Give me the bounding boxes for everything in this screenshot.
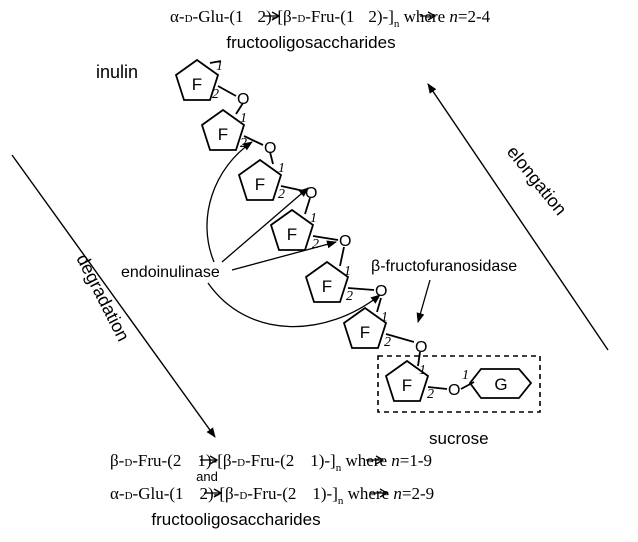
fructose-ring-sucrose: F	[385, 360, 429, 402]
endoinulinase-label: endoinulinase	[121, 264, 220, 281]
glycosidic-bond-1	[427, 386, 448, 390]
top-bond-arrow-1-head	[271, 11, 281, 21]
ring-6-pos-1: 1	[381, 310, 388, 325]
ring-6-pos-2: 2	[384, 335, 391, 350]
ring-5-pos-2: 2	[346, 289, 353, 304]
oxygen-2: O	[264, 140, 276, 157]
elongation-arrow	[427, 83, 609, 351]
endoinulinase-curve-lower	[207, 282, 381, 328]
glucose-ring: G	[468, 368, 533, 399]
svg-text:F: F	[360, 323, 370, 342]
bond-4b	[339, 246, 345, 267]
glycosidic-bond-2	[460, 381, 475, 390]
svg-text:F: F	[322, 277, 332, 296]
bond-4	[312, 235, 339, 241]
ring-1-pos-2: 2	[212, 87, 219, 102]
sucrose-fru-pos-2: 2	[427, 387, 434, 402]
svg-text:G: G	[494, 375, 507, 394]
oxygen-3: O	[305, 185, 317, 202]
bond-1b	[235, 102, 244, 115]
oxygen-4: O	[339, 233, 351, 250]
and-label: and	[196, 469, 218, 484]
elongation-label: elongation	[503, 142, 571, 219]
endoinulinase-arrow-2	[231, 240, 337, 271]
bond-3b	[304, 197, 311, 215]
fructose-ring-4: F	[270, 209, 314, 251]
top-bond-arrow-2-head	[427, 11, 437, 21]
ring-4-pos-2: 2	[312, 237, 319, 252]
sucrose-box	[377, 355, 541, 413]
degradation-arrow	[11, 154, 216, 438]
ring-2-pos-1: 1	[240, 111, 247, 126]
bond-2b	[269, 151, 274, 165]
fructose-ring-5: F	[305, 261, 349, 303]
fructose-ring-2: F	[201, 109, 245, 151]
ring-5-pos-1: 1	[344, 264, 351, 279]
bond-6	[385, 333, 415, 343]
glucose-pos-1: 1	[462, 368, 469, 383]
fructofuranosidase-label: β-fructofuranosidase	[371, 258, 517, 275]
fructose-ring-3: F	[238, 159, 282, 201]
bottom-caption: fructooligosaccharides	[151, 510, 320, 529]
bottom1-bond-arrow-1-head	[209, 455, 219, 465]
top-caption: fructooligosaccharides	[226, 33, 395, 52]
svg-text:F: F	[255, 175, 265, 194]
bottom2-bond-arrow-1-head	[213, 488, 223, 498]
svg-text:F: F	[192, 75, 202, 94]
ring-3-pos-1: 1	[278, 161, 285, 176]
fructose-ring-6: F	[343, 307, 387, 349]
fructose-ring-1: F	[175, 59, 219, 101]
ring-4-pos-1: 1	[310, 211, 317, 226]
oxygen-1: O	[237, 91, 249, 108]
endoinulinase-curve-upper	[206, 141, 253, 263]
sucrose-fru-pos-1: 1	[419, 363, 426, 378]
bottom2-bond-arrow-2-head	[379, 488, 389, 498]
bond-1	[217, 85, 237, 97]
ring-1-pos-1: 1	[216, 59, 223, 74]
oxygen-6: O	[415, 339, 427, 356]
sucrose-label: sucrose	[429, 429, 489, 448]
svg-text:F: F	[402, 376, 412, 395]
bond-5	[347, 287, 375, 291]
inulin-label: inulin	[96, 62, 138, 82]
bond-2	[243, 135, 264, 146]
fructofuranosidase-arrow	[416, 279, 431, 323]
svg-text:F: F	[287, 225, 297, 244]
bottom1-bond-arrow-2-head	[375, 455, 385, 465]
bond-6b	[417, 351, 421, 367]
ring-3-pos-2: 2	[278, 187, 285, 202]
svg-text:F: F	[218, 125, 228, 144]
chain-stub	[209, 60, 222, 64]
endoinulinase-arrow-1	[221, 187, 309, 263]
oxygen-sucrose: O	[448, 382, 460, 399]
